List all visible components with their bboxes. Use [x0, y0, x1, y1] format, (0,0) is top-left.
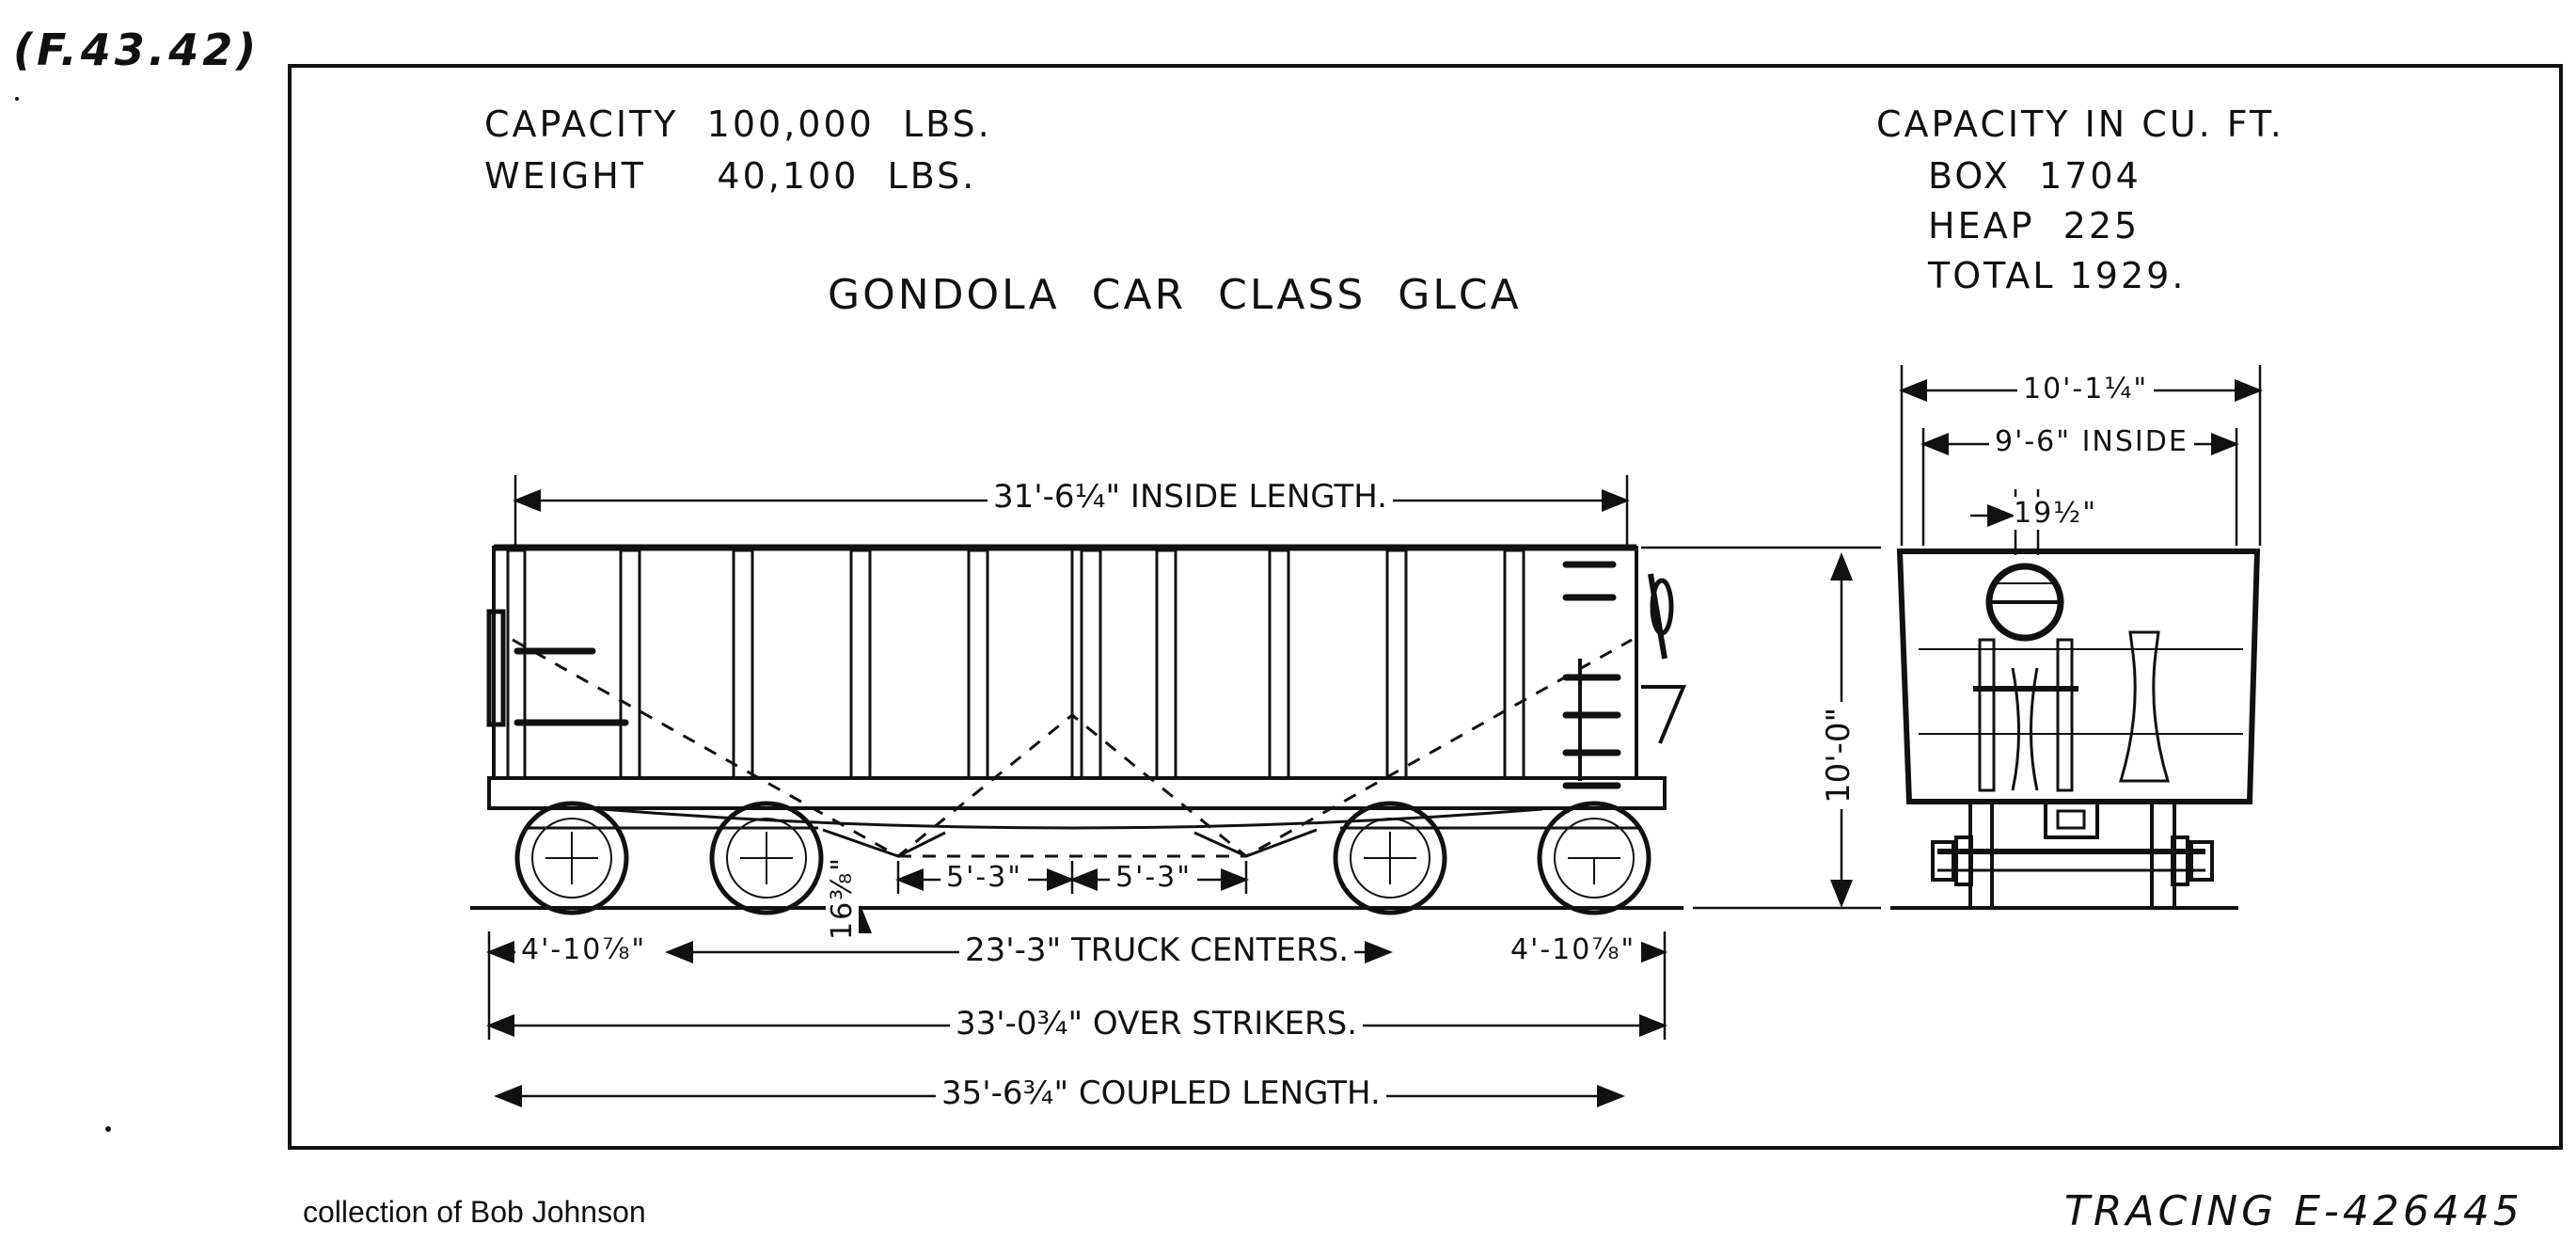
- dim-over-strikers: 33'-0¾" OVER STRIKERS.: [950, 1005, 1364, 1042]
- dim-end-right: 4'-10⅞": [1505, 933, 1642, 966]
- cubic-capacity-heading: CAPACITY IN CU. FT.: [1876, 103, 2284, 145]
- dim-wheel-gauge: 19½": [2014, 497, 2098, 530]
- cubic-box: BOX 1704: [1928, 155, 2141, 197]
- drawing-title: GONDOLA CAR CLASS GLCA: [828, 271, 1522, 319]
- dim-half-right: 5'-3": [1110, 861, 1198, 894]
- dim-rail-height: 16⅜": [826, 850, 859, 946]
- dim-car-height: 10'-0": [1820, 701, 1857, 809]
- dim-coupled-length: 35'-6¾" COUPLED LENGTH.: [936, 1074, 1386, 1112]
- sheet-reference: (F.43.42): [13, 24, 261, 75]
- cubic-heap: HEAP 225: [1928, 205, 2141, 247]
- credit-line: collection of Bob Johnson: [303, 1195, 646, 1229]
- tracing-number: TRACING E-426445: [2064, 1187, 2523, 1235]
- dim-width-outside: 10'-1¼": [2017, 373, 2155, 406]
- drawing-border: [288, 64, 2563, 1150]
- side-elevation: [470, 544, 1686, 915]
- cubic-total: TOTAL 1929.: [1928, 255, 2187, 296]
- weight-spec: WEIGHT 40,100 LBS.: [484, 155, 977, 197]
- dim-end-left: 4'-10⅞": [515, 933, 653, 966]
- dim-half-left: 5'-3": [940, 861, 1029, 894]
- dim-inside-length: 31'-6¼" INSIDE LENGTH.: [988, 478, 1393, 516]
- dim-width-inside: 9'-6" INSIDE: [1989, 425, 2194, 458]
- end-elevation: [1890, 549, 2261, 910]
- capacity-spec: CAPACITY 100,000 LBS.: [484, 103, 992, 145]
- dim-truck-centers: 23'-3" TRUCK CENTERS.: [959, 931, 1354, 969]
